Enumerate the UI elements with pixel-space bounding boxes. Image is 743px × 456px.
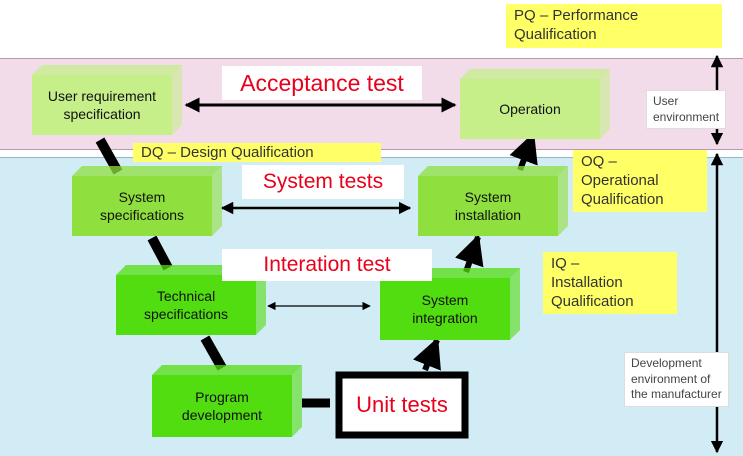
system-integration-box-side-face bbox=[510, 268, 520, 340]
user-requirement-box-front-face bbox=[32, 75, 172, 135]
connector-unit-integ bbox=[413, 337, 441, 372]
operation-box-side-face bbox=[600, 69, 610, 139]
verification-arrows bbox=[184, 97, 457, 311]
system-integration-box-text: System bbox=[422, 292, 469, 308]
connector-systemspec-techspec bbox=[147, 235, 173, 271]
system-installation-box: System installation bbox=[418, 166, 568, 236]
program-development-box-side-face bbox=[292, 365, 302, 437]
system-installation-box-front-face bbox=[418, 176, 558, 236]
connector-techspec-progdev bbox=[200, 335, 227, 371]
technical-specifications-box-side-face bbox=[256, 265, 266, 335]
user-environment-label: User environment bbox=[646, 90, 727, 130]
system-specifications-box-text: specifications bbox=[100, 207, 184, 223]
system-specifications-box-side-face bbox=[212, 166, 222, 236]
connector-install-operation bbox=[509, 132, 538, 172]
unit-tests-box bbox=[335, 371, 469, 439]
integration-test-label: Interation test bbox=[222, 249, 432, 281]
technical-specifications-box: Technical specifications bbox=[116, 265, 266, 335]
system-installation-box-top-face bbox=[418, 166, 568, 176]
program-development-box: Program development bbox=[152, 365, 302, 437]
v-connectors bbox=[95, 132, 538, 408]
system-integration-box-front-face bbox=[380, 278, 510, 340]
system-specifications-box: System specifications bbox=[72, 166, 222, 236]
user-requirement-box-text: specification bbox=[63, 106, 140, 122]
dq-label: DQ – Design Qualification bbox=[133, 143, 381, 162]
system-installation-box-text: System bbox=[465, 189, 512, 205]
iq-label: IQ – Installation Qualification bbox=[543, 252, 677, 315]
technical-specifications-box-front-face bbox=[116, 275, 256, 335]
system-specifications-box-top-face bbox=[72, 166, 222, 176]
system-installation-box-side-face bbox=[558, 166, 568, 236]
system-specifications-box-text: System bbox=[119, 189, 166, 205]
user-requirement-box-side-face bbox=[172, 65, 182, 135]
system-integration-box: System integration bbox=[380, 268, 520, 340]
user-requirement-box-top-face bbox=[32, 65, 182, 75]
system-installation-box-text: installation bbox=[455, 207, 521, 223]
acceptance-test-label: Acceptance test bbox=[222, 66, 422, 100]
program-development-box-text: Program bbox=[195, 389, 249, 405]
pq-label: PQ – Performance Qualification bbox=[506, 4, 722, 48]
development-environment-label: Development environment of the manufactu… bbox=[624, 352, 729, 407]
connector-integ-install bbox=[455, 234, 484, 273]
operation-box-text: Operation bbox=[499, 101, 560, 117]
user-requirement-box-text: User requirement bbox=[48, 88, 156, 104]
program-development-box-top-face bbox=[152, 365, 302, 375]
operation-box-front-face bbox=[460, 79, 600, 139]
technical-specifications-box-text: specifications bbox=[144, 306, 228, 322]
technical-specifications-box-text: Technical bbox=[157, 288, 215, 304]
unit-tests-label: Unit tests bbox=[356, 392, 448, 417]
user-requirement-box: User requirement specification bbox=[32, 65, 182, 135]
system-tests-label: System tests bbox=[242, 165, 404, 199]
program-development-box-text: development bbox=[182, 407, 262, 423]
system-specifications-box-front-face bbox=[72, 176, 212, 236]
operation-box: Operation bbox=[460, 69, 610, 139]
system-integration-box-text: integration bbox=[412, 310, 477, 326]
program-development-box-front-face bbox=[152, 375, 292, 437]
operation-box-top-face bbox=[460, 69, 610, 79]
oq-label: OQ – Operational Qualification bbox=[573, 150, 707, 213]
